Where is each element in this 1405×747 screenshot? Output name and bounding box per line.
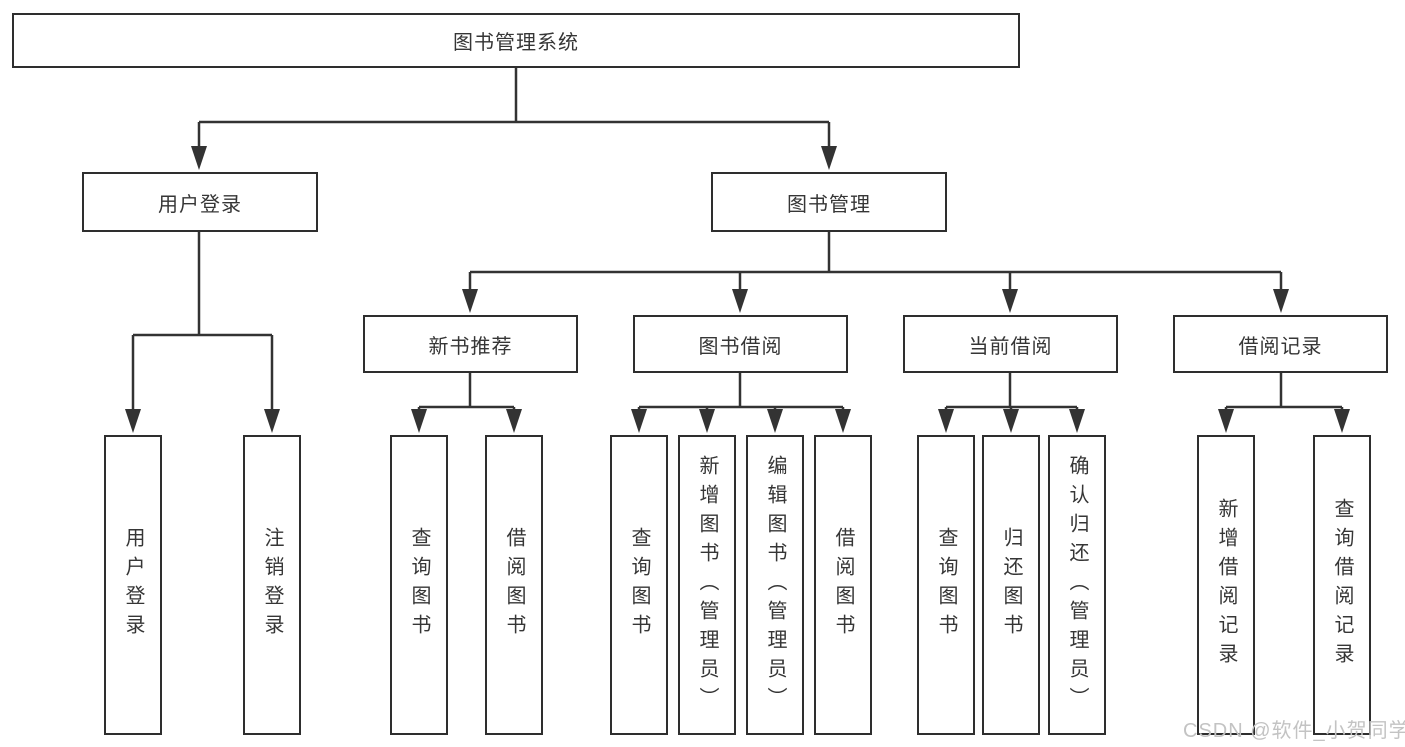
leaf-user-login: 用户登录 — [104, 435, 162, 735]
connector-root-to-branches — [197, 68, 831, 152]
leaf-label: 编辑图书（管理员） — [764, 454, 786, 716]
leaf-query-books: 查询图书 — [917, 435, 975, 735]
connector-current-to-leaves — [944, 372, 1079, 415]
leaf-query-books: 查询图书 — [390, 435, 448, 735]
leaf-label: 借阅图书 — [503, 527, 525, 643]
node-book-borrowing: 图书借阅 — [633, 315, 848, 373]
connector-management-to-modules — [468, 232, 1283, 297]
leaf-add-books-admin: 新增图书（管理员） — [678, 435, 736, 735]
leaf-label: 查询图书 — [408, 527, 430, 643]
node-user-login: 用户登录 — [82, 172, 318, 232]
connector-borrowing-to-leaves — [637, 372, 845, 415]
leaf-label: 确认归还（管理员） — [1066, 454, 1088, 716]
leaf-label: 注销登录 — [261, 527, 283, 643]
leaf-label: 查询图书 — [628, 527, 650, 643]
leaf-query-borrow-record: 查询借阅记录 — [1313, 435, 1371, 735]
node-book-management: 图书管理 — [711, 172, 947, 232]
node-new-book-recommendation: 新书推荐 — [363, 315, 578, 373]
node-current-borrowing: 当前借阅 — [903, 315, 1118, 373]
leaf-label: 查询借阅记录 — [1331, 498, 1353, 672]
leaf-logout-login: 注销登录 — [243, 435, 301, 735]
leaf-label: 新增借阅记录 — [1215, 498, 1237, 672]
node-library-system: 图书管理系统 — [12, 13, 1020, 68]
leaf-confirm-return-admin: 确认归还（管理员） — [1048, 435, 1106, 735]
arrowheads — [125, 146, 1350, 433]
connector-records-to-leaves — [1224, 372, 1344, 415]
leaf-label: 用户登录 — [122, 527, 144, 643]
leaf-edit-books-admin: 编辑图书（管理员） — [746, 435, 804, 735]
connector-login-to-leaves — [131, 232, 274, 417]
connector-recommend-to-leaves — [417, 372, 516, 415]
node-borrowing-records: 借阅记录 — [1173, 315, 1388, 373]
leaf-add-borrow-record: 新增借阅记录 — [1197, 435, 1255, 735]
leaf-query-books: 查询图书 — [610, 435, 668, 735]
leaf-borrow-books: 借阅图书 — [814, 435, 872, 735]
leaf-label: 查询图书 — [935, 527, 957, 643]
csdn-watermark: CSDN @软件_小贺同学 — [1183, 720, 1405, 742]
leaf-label: 归还图书 — [1000, 527, 1022, 643]
leaf-borrow-books: 借阅图书 — [485, 435, 543, 735]
leaf-label: 新增图书（管理员） — [696, 454, 718, 716]
leaf-label: 借阅图书 — [832, 527, 854, 643]
leaf-return-books: 归还图书 — [982, 435, 1040, 735]
